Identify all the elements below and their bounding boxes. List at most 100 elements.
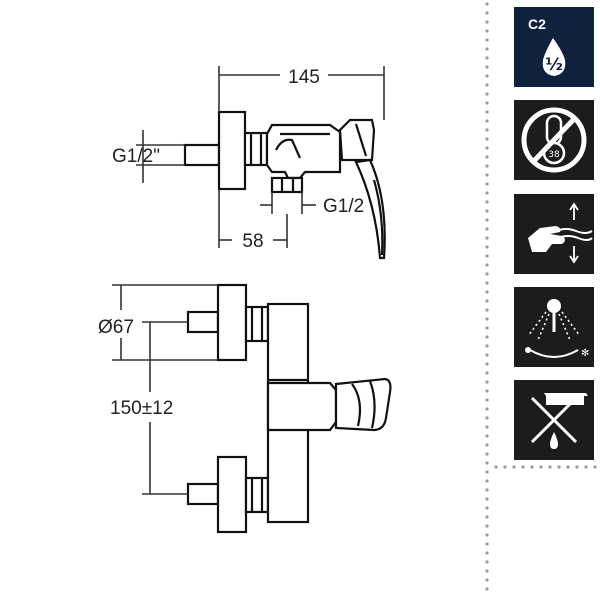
divider-dot [485, 470, 489, 474]
divider-dot [512, 465, 516, 469]
divider-dot [521, 465, 525, 469]
escutcheon-lower [216, 455, 248, 534]
divider-dot [485, 569, 489, 573]
divider-dot [485, 38, 489, 42]
divider-dot [485, 479, 489, 483]
c2-half-water-badge: C2 ½ [514, 7, 594, 87]
escutcheon-top [217, 110, 247, 191]
lever-head-top [338, 118, 376, 162]
front-view [186, 283, 392, 534]
shower-hot-cold-icon: ✻ [514, 287, 594, 367]
divider-dot [485, 74, 489, 78]
dim-label-diameter: Ø67 [98, 317, 134, 338]
divider-dot [485, 119, 489, 123]
divider-dot [485, 101, 489, 105]
divider-dot [485, 542, 489, 546]
no-bath-spout-icon [514, 380, 594, 460]
cartridge-housing [266, 381, 338, 432]
divider-dot [485, 434, 489, 438]
divider-dot [485, 47, 489, 51]
dim-label-58: 58 [242, 231, 263, 252]
divider-dot [485, 326, 489, 330]
divider-dot [485, 578, 489, 582]
dim-label-inlet-thread: G1/2" [112, 146, 160, 167]
badge-fraction-text: ½ [545, 55, 563, 75]
divider-dot [485, 227, 489, 231]
divider-dot [485, 218, 489, 222]
divider-dot [485, 65, 489, 69]
divider-dot [485, 497, 489, 501]
divider-dot [485, 371, 489, 375]
divider-dot [548, 465, 552, 469]
divider-dot [485, 353, 489, 357]
divider-dot [584, 465, 588, 469]
nut-top [243, 131, 269, 167]
divider-dot [485, 155, 489, 159]
divider-dot [485, 245, 489, 249]
dim-label-145: 145 [288, 67, 320, 88]
inlet-pipe-upper [186, 310, 220, 334]
divider-dot [494, 465, 498, 469]
badge-code-text: C2 [528, 16, 546, 32]
top-view [183, 110, 386, 260]
outlet-top [270, 176, 304, 194]
divider-dot [485, 515, 489, 519]
divider-dot [485, 443, 489, 447]
divider-dot [485, 299, 489, 303]
divider-dot [485, 20, 489, 24]
divider-dot [485, 209, 489, 213]
divider-dot [485, 137, 489, 141]
divider-dot [566, 465, 570, 469]
divider-dot [485, 146, 489, 150]
dimension-145 [218, 66, 385, 120]
divider-dot [485, 425, 489, 429]
divider-dot [485, 407, 489, 411]
divider-dot [485, 533, 489, 537]
divider-dot [485, 317, 489, 321]
divider-dot [485, 587, 489, 591]
divider-dot [485, 290, 489, 294]
divider-dot [485, 380, 489, 384]
dimension-58 [218, 189, 288, 248]
divider-dot [485, 560, 489, 564]
divider-dot [530, 465, 534, 469]
divider-vertical [485, 2, 489, 591]
lever-front [334, 377, 392, 432]
divider-dot [485, 128, 489, 132]
dim-label-center-distance: 150±12 [110, 398, 173, 419]
thermometer-prohibited-icon: 38 [514, 100, 594, 180]
divider-dot [485, 551, 489, 555]
divider-horizontal [494, 465, 597, 469]
snowflake-icon: ✻ [581, 348, 589, 359]
divider-dot [485, 164, 489, 168]
nut-upper [244, 305, 270, 343]
divider-dot [485, 11, 489, 15]
divider-dot [485, 362, 489, 366]
divider-dot [485, 236, 489, 240]
divider-dot [485, 452, 489, 456]
divider-dot [485, 173, 489, 177]
mixer-body-top [265, 123, 342, 180]
divider-dot [485, 524, 489, 528]
nut-lower [244, 476, 270, 514]
hand-lever-flow-icon [514, 194, 594, 274]
divider-dot [485, 461, 489, 465]
divider-dot [485, 92, 489, 96]
divider-dot [485, 254, 489, 258]
divider-dot [539, 465, 543, 469]
divider-dot [485, 29, 489, 33]
dimension-inlet-thread [136, 130, 185, 183]
dimension-outlet-thread [260, 192, 316, 214]
divider-dot [485, 191, 489, 195]
divider-dot [485, 272, 489, 276]
dimension-diameter [112, 284, 218, 361]
divider-dot [485, 56, 489, 60]
divider-dot [593, 465, 597, 469]
divider-dot [485, 308, 489, 312]
divider-dot [485, 110, 489, 114]
divider-dot [485, 281, 489, 285]
divider-dot [503, 465, 507, 469]
divider-dot [557, 465, 561, 469]
